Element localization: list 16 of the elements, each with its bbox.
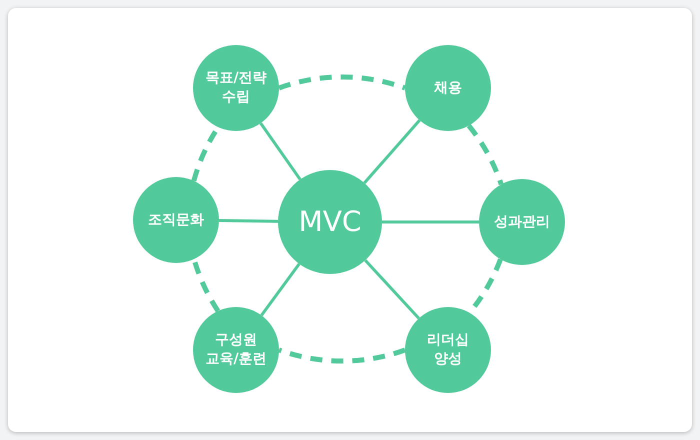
connector-line [218, 219, 278, 223]
node-label: 조직문화 [148, 210, 204, 230]
node-label: 성과관리 [494, 212, 550, 232]
node-label: 목표/전략 수립 [205, 69, 267, 107]
connector-line [260, 263, 300, 316]
connector-line [363, 119, 421, 184]
dashed-connector [278, 348, 406, 364]
node-label: MVC [298, 204, 362, 240]
node-label: 구성원 교육/훈련 [204, 331, 268, 369]
dashed-connector [466, 124, 504, 186]
dashed-connector [278, 74, 406, 90]
connector-line [382, 220, 479, 224]
connector-line [259, 122, 302, 180]
node-label: 채용 [434, 78, 462, 98]
node-label: 리더십 양성 [426, 331, 470, 369]
connector-line [364, 259, 420, 320]
